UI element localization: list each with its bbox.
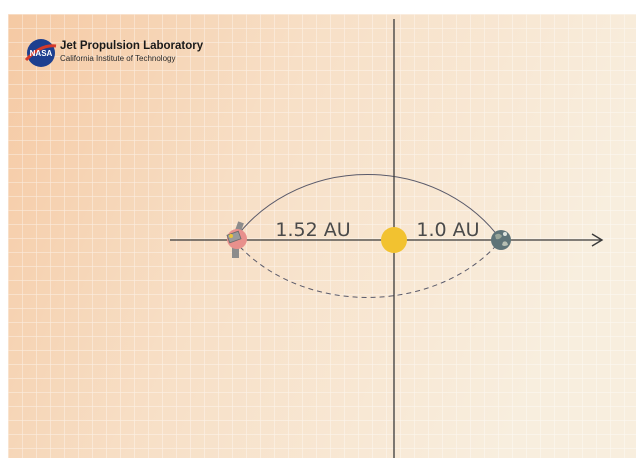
distance-label-earth: 1.0 AU [416, 219, 479, 241]
nasa-wordmark: NASA [30, 49, 53, 58]
spacecraft-panel-lower [232, 244, 239, 258]
mars-spacecraft [226, 221, 247, 258]
sun [381, 227, 407, 253]
grid-paper [8, 14, 636, 458]
orbit-upper-solid [233, 173, 502, 241]
orbit-diagram: NASA Jet Propulsion Laboratory Californi… [8, 14, 636, 458]
orbit-lower-dashed [233, 239, 502, 298]
org-name: Jet Propulsion Laboratory [60, 40, 204, 52]
diagram-frame: NASA Jet Propulsion Laboratory Californi… [8, 14, 636, 458]
org-subtitle: California Institute of Technology [60, 54, 175, 63]
earth [491, 230, 511, 250]
spacecraft-dish [229, 234, 233, 238]
nasa-logo: NASA [24, 39, 57, 67]
distance-label-mars: 1.52 AU [275, 219, 350, 241]
